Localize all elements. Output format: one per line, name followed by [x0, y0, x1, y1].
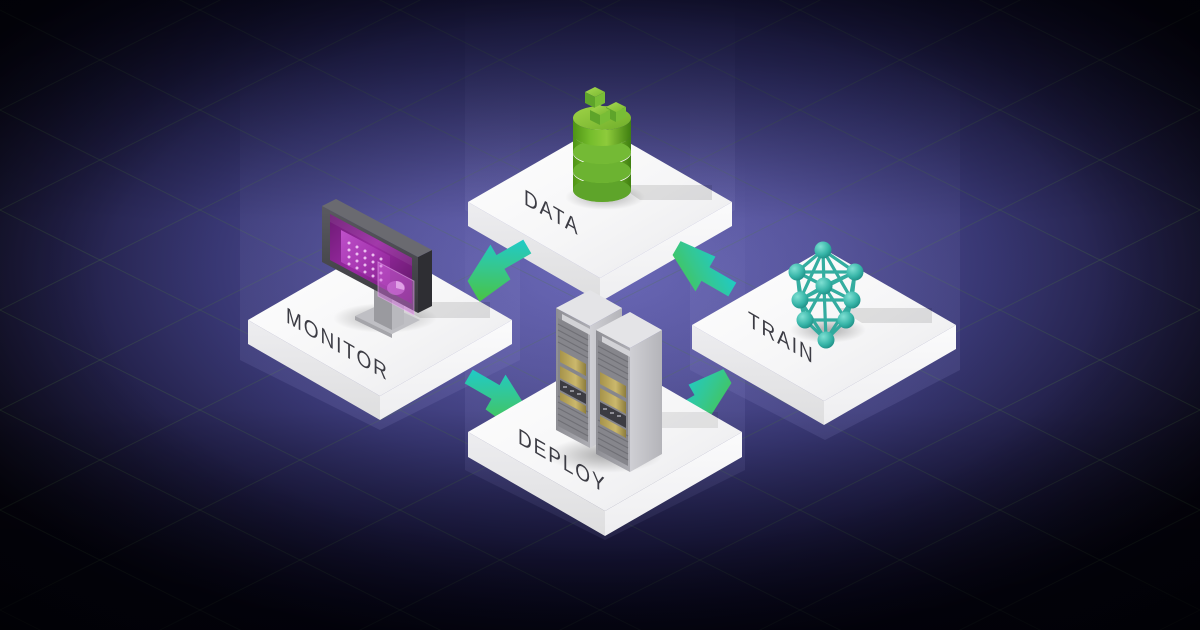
database-icon — [565, 87, 645, 210]
platform-right-face — [600, 202, 732, 302]
stage-platform-train[interactable]: TRAIN — [692, 241, 956, 426]
platform-left-face — [692, 325, 824, 425]
arrow-monitor-to-data — [467, 239, 532, 302]
platform-left-face — [468, 432, 605, 536]
platform-left-face — [468, 202, 600, 302]
neural-network-icon — [788, 241, 866, 349]
stage-platform-deploy[interactable]: DEPLOY — [468, 290, 742, 536]
data-cube-icon — [590, 105, 610, 125]
stage-platform-data[interactable]: DATA — [468, 87, 732, 302]
monitor-icon — [322, 199, 437, 338]
arrow-data-to-train — [672, 241, 737, 297]
server-rack-unit — [596, 312, 662, 472]
platform-left-face — [248, 320, 380, 420]
server-rack-icon — [547, 290, 663, 473]
platform-inner-shadow — [838, 308, 932, 323]
platform-right-face — [380, 320, 512, 420]
data-cube-icon — [585, 87, 605, 108]
platform-right-face — [824, 325, 956, 425]
platform-right-face — [605, 432, 742, 536]
stage-platform-monitor[interactable]: MONITOR — [248, 199, 512, 420]
